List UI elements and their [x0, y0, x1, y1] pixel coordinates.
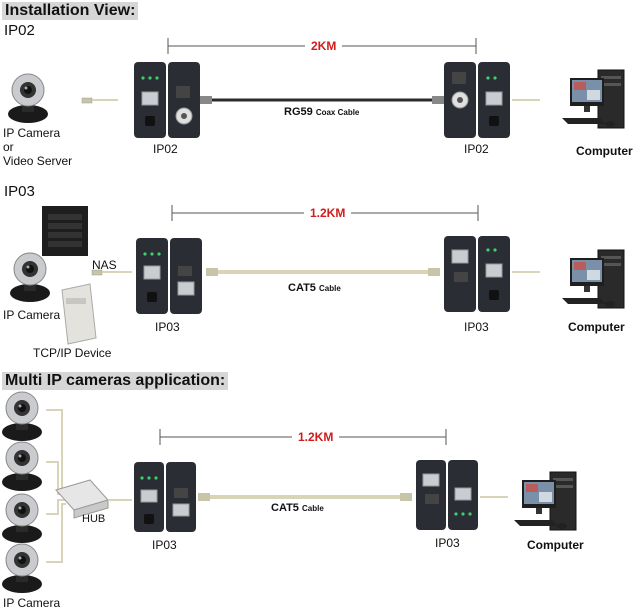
ip02-right-device-icon — [444, 62, 510, 138]
multi-cat5-cable-label: CAT5 Cable — [271, 502, 324, 514]
ip-camera-label: IP Camera — [3, 308, 61, 322]
ip03-distance-label: 1.2KM — [304, 206, 352, 220]
nas-label: NAS — [92, 258, 117, 272]
multi-ip-heading: Multi IP cameras application: — [2, 372, 229, 390]
multi-ip-camera-label: IP Camera — [3, 596, 61, 610]
cable-name: CAT5 — [271, 502, 299, 514]
ip02-left-device-icon — [134, 62, 200, 138]
source-line-1: IP Camera — [3, 126, 61, 140]
ip02-right-label: IP02 — [464, 142, 489, 156]
multi-left-label: IP03 — [152, 538, 177, 552]
nas-icon — [42, 206, 88, 256]
ip03-right-label: IP03 — [464, 320, 489, 334]
ip02-section-title: IP02 — [4, 22, 35, 39]
cable-type: Cable — [318, 284, 341, 293]
multi-right-device-icon — [416, 460, 478, 530]
cat5-cable-label: CAT5 Cable — [288, 282, 341, 294]
coax-cable-label: RG59 Coax Cable — [284, 106, 359, 118]
ip02-left-label: IP02 — [153, 142, 178, 156]
ip-camera-icon — [1, 441, 43, 492]
ip03-right-device-icon — [444, 236, 510, 312]
cable-type: Cable — [301, 504, 324, 513]
tcp-ip-device-icon — [61, 283, 97, 345]
multi-computer-label: Computer — [527, 538, 584, 552]
cable-type: Coax Cable — [315, 108, 360, 117]
ip03-left-device-icon — [136, 238, 202, 314]
cable-name: RG59 — [284, 106, 313, 118]
camera-cables — [46, 409, 66, 563]
ip03-section-title: IP03 — [4, 183, 35, 200]
tcp-ip-device-label: TCP/IP Device — [33, 346, 112, 360]
source-line-2: or — [3, 140, 14, 154]
ip-camera-icon — [7, 73, 49, 124]
ethernet-plug-icon — [81, 97, 101, 104]
ip02-computer-label: Computer — [576, 144, 633, 158]
multi-left-device-icon — [134, 462, 196, 532]
ip-camera-icon — [1, 391, 43, 442]
ip03-left-label: IP03 — [155, 320, 180, 334]
hub-icon — [55, 479, 109, 519]
ip03-computer-label: Computer — [568, 320, 625, 334]
hub-label: HUB — [82, 513, 106, 525]
computer-icon — [561, 69, 625, 129]
ip-camera-icon — [1, 543, 43, 594]
cable-name: CAT5 — [288, 282, 316, 294]
ip-camera-icon — [1, 493, 43, 544]
ip02-distance-label: 2KM — [305, 39, 343, 53]
source-line-3: Video Server — [3, 154, 73, 168]
computer-icon — [561, 249, 625, 309]
multi-right-label: IP03 — [435, 536, 460, 550]
ip-camera-icon — [9, 252, 51, 303]
installation-view-heading: Installation View: — [2, 2, 139, 20]
multi-distance-label: 1.2KM — [292, 430, 340, 444]
computer-icon — [513, 471, 577, 531]
